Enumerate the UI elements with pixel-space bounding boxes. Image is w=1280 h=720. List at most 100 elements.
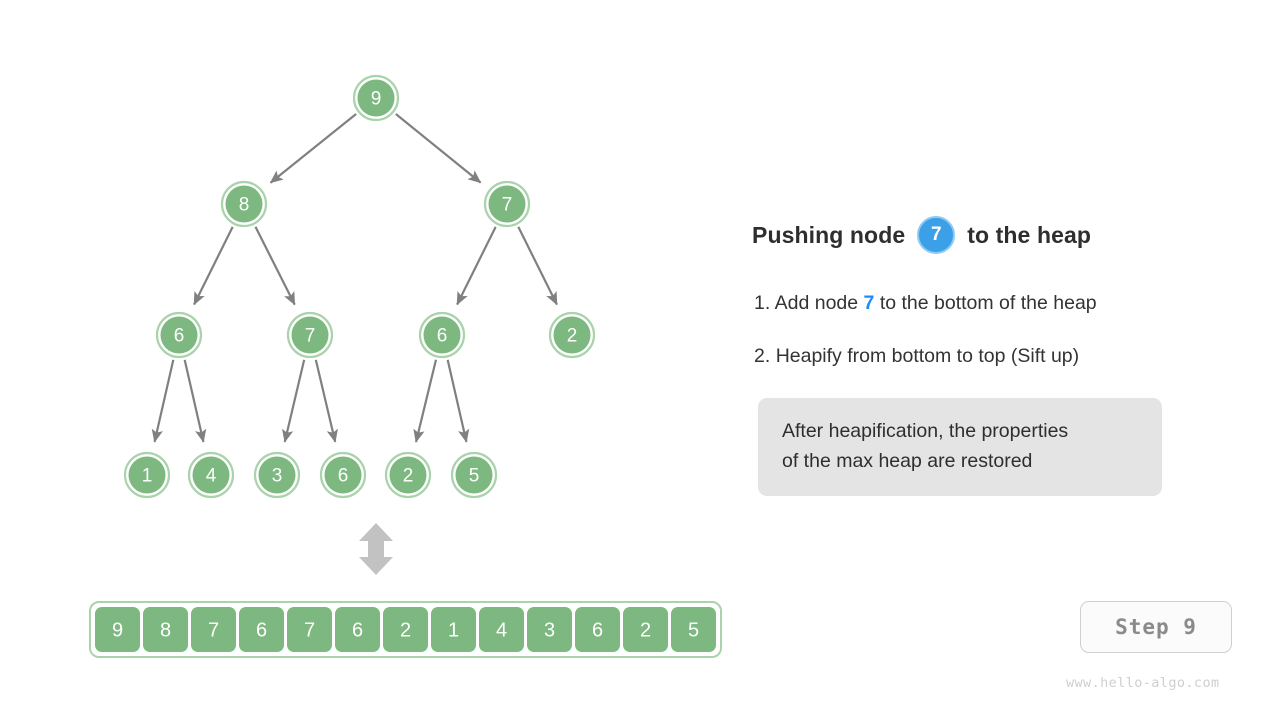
tree-node-circle: [225, 185, 263, 223]
tree-edge: [282, 359, 306, 443]
array-cell-box: [335, 607, 380, 652]
array-cell: 6: [239, 607, 284, 652]
tree-edge: [314, 359, 338, 443]
array-cell: 7: [191, 607, 236, 652]
tree-node-circle: [160, 316, 198, 354]
tree-edges: [151, 113, 558, 443]
array-cell-value: 2: [400, 620, 411, 642]
pushed-node-badge: 7: [917, 216, 956, 254]
tree-node-circle: [423, 316, 461, 354]
tree-node-value: 7: [502, 195, 513, 216]
array-cell-value: 1: [448, 620, 459, 642]
tree-node-value: 9: [371, 89, 382, 110]
array-cell-value: 9: [112, 620, 123, 642]
note-line-1: After heapification, the properties: [782, 420, 1069, 442]
instruction-step-2: 2. Heapify from bottom to top (Sift up): [754, 345, 1079, 368]
array-cell: 4: [479, 607, 524, 652]
array-cell-value: 6: [256, 620, 267, 642]
note-line-2: of the max heap are restored: [782, 450, 1033, 472]
array-cell-value: 7: [208, 620, 219, 642]
tree-node-circle: [192, 456, 230, 494]
tree-node-ring: [418, 311, 466, 359]
array-cell: 7: [287, 607, 332, 652]
tree-array-correspondence-arrow: [359, 523, 393, 575]
array-cell-box: [287, 607, 332, 652]
tree-node-value: 2: [403, 466, 414, 487]
array-cell-box: [527, 607, 572, 652]
tree-node: 6: [155, 311, 203, 359]
watermark-text: www.hello-algo.com: [1066, 675, 1220, 691]
array-cell-box: [575, 607, 620, 652]
tree-node-value: 6: [174, 326, 185, 347]
tree-node-circle: [291, 316, 329, 354]
tree-node-ring: [123, 451, 171, 499]
tree-node-circle: [488, 185, 526, 223]
double-arrow-vertical-icon: [359, 523, 393, 575]
array-cell-value: 5: [688, 620, 699, 642]
tree-node: 8: [220, 180, 268, 228]
array-cell-box: [383, 607, 428, 652]
step-1-text-after: to the bottom of the heap: [879, 292, 1097, 314]
tree-node-circle: [258, 456, 296, 494]
array-cell: 2: [623, 607, 668, 652]
array-cell-box: [671, 607, 716, 652]
tree-node-ring: [253, 451, 301, 499]
tree-node: 9: [352, 74, 400, 122]
array-cell: 3: [527, 607, 572, 652]
tree-node: 3: [253, 451, 301, 499]
array-cell: 2: [383, 607, 428, 652]
tree-node-value: 7: [305, 326, 316, 347]
tree-edge: [413, 359, 438, 443]
tree-node-value: 8: [239, 195, 250, 216]
tree-node-ring: [450, 451, 498, 499]
step-2-text-before: Heapify from bottom to top (Sift up): [775, 345, 1080, 367]
step-2-index: 2.: [754, 345, 771, 367]
tree-node: 7: [483, 180, 531, 228]
title-prefix: Pushing node: [752, 221, 906, 248]
tree-node-circle: [389, 456, 427, 494]
array-cell-value: 4: [496, 620, 507, 642]
tree-node-circle: [357, 79, 395, 117]
tree-edge: [183, 359, 207, 443]
tree-edge: [395, 113, 482, 184]
array-cell: 5: [671, 607, 716, 652]
array-cell-value: 2: [640, 620, 651, 642]
tree-node-value: 2: [567, 326, 578, 347]
title-suffix: to the heap: [967, 221, 1092, 248]
array-cell-box: [191, 607, 236, 652]
tree-node-circle: [128, 456, 166, 494]
tree-node: 2: [548, 311, 596, 359]
tree-node: 1: [123, 451, 171, 499]
array-cell-box: [95, 607, 140, 652]
array-cell: 9: [95, 607, 140, 652]
tree-node: 6: [418, 311, 466, 359]
tree-node-ring: [384, 451, 432, 499]
tree-node-value: 5: [469, 466, 480, 487]
tree-edge: [456, 226, 497, 306]
result-note-box: After heapification, the properties of t…: [758, 398, 1162, 496]
tree-node-circle: [324, 456, 362, 494]
tree-node-value: 3: [272, 466, 283, 487]
array-cell-value: 7: [304, 620, 315, 642]
tree-node-ring: [155, 311, 203, 359]
tree-node-value: 1: [142, 466, 153, 487]
step-1-index: 1.: [754, 292, 771, 314]
tree-node-ring: [352, 74, 400, 122]
instruction-step-1: 1. Add node 7 to the bottom of the heap: [754, 292, 1097, 315]
array-cell: 1: [431, 607, 476, 652]
tree-edge: [151, 359, 175, 443]
tree-node: 7: [286, 311, 334, 359]
tree-node-circle: [553, 316, 591, 354]
tree-node-ring: [220, 180, 268, 228]
array-cell-box: [431, 607, 476, 652]
array-cell-value: 3: [544, 620, 555, 642]
tree-edge: [269, 113, 357, 184]
tree-node: 5: [450, 451, 498, 499]
page-title: Pushing node 7 to the heap: [752, 216, 1091, 254]
array-cell-box: [143, 607, 188, 652]
tree-edge: [254, 226, 296, 306]
